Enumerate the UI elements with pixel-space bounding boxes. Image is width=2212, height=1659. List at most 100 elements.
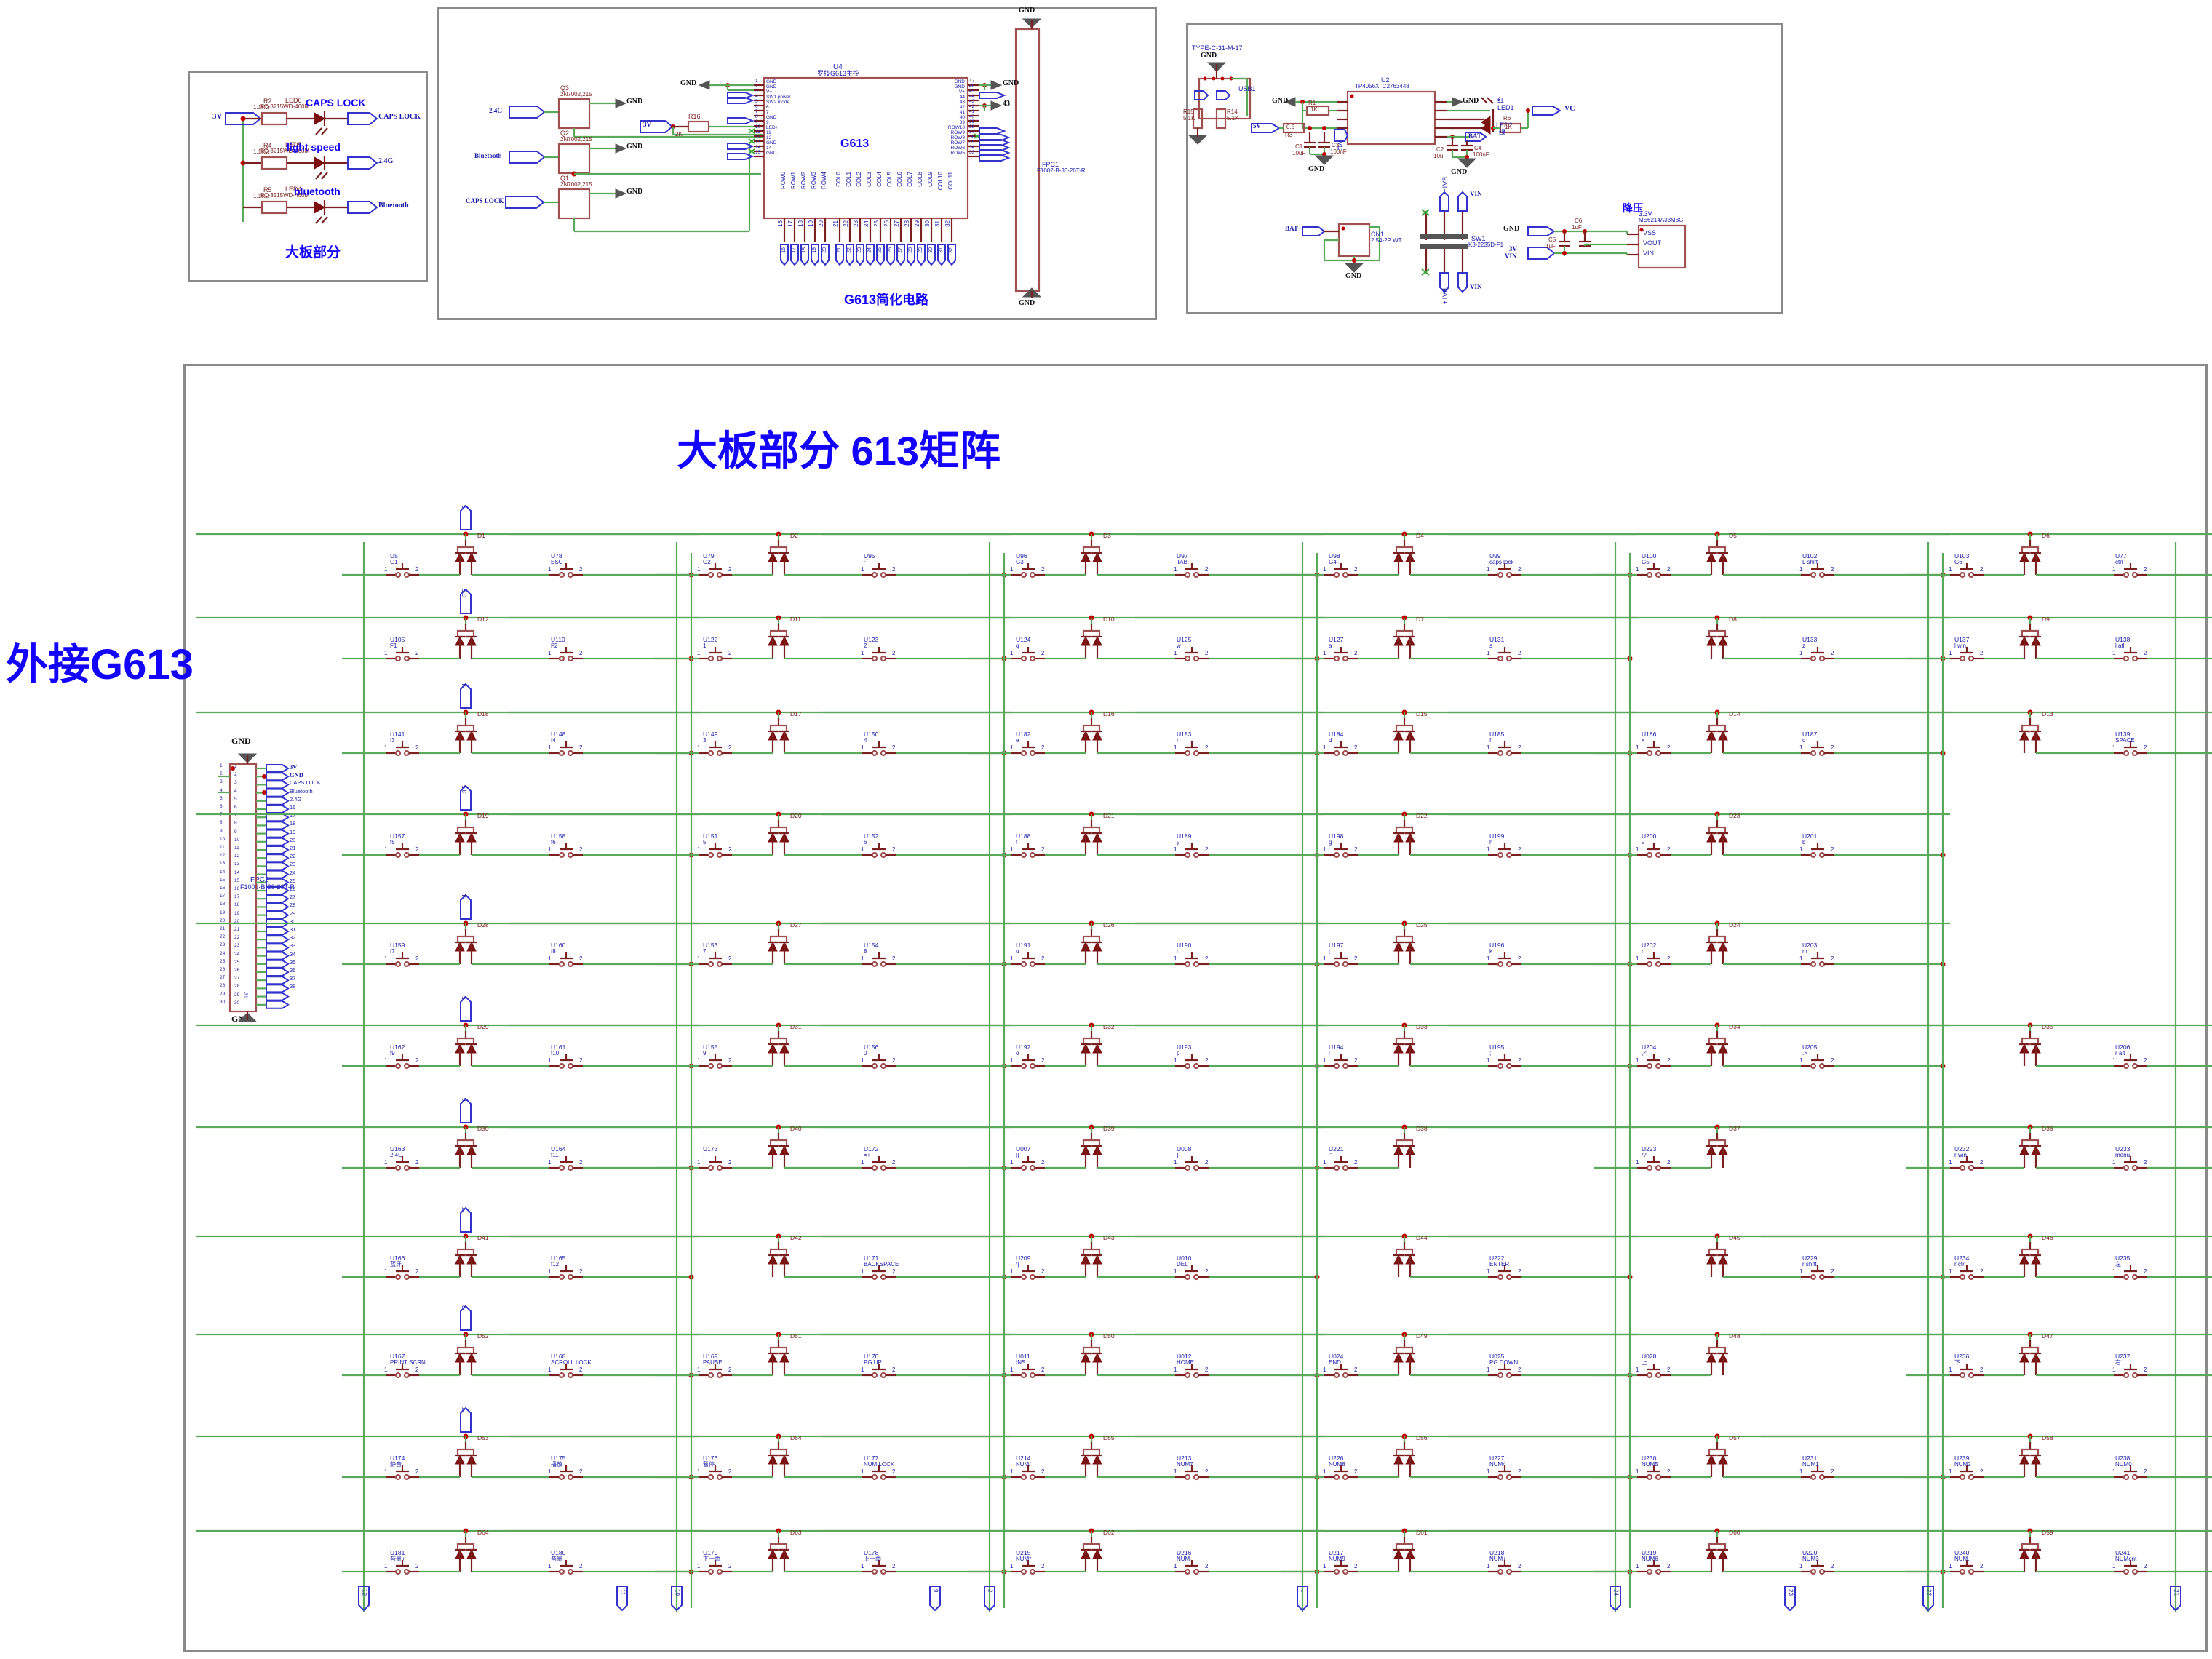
key-switch[interactable] xyxy=(699,1156,732,1171)
key-switch[interactable] xyxy=(386,563,419,578)
key-switch[interactable] xyxy=(2114,563,2147,578)
key-switch[interactable] xyxy=(862,741,896,757)
key-switch[interactable] xyxy=(549,1156,583,1171)
key-switch[interactable] xyxy=(862,952,896,968)
key-switch[interactable] xyxy=(1488,952,1521,968)
key-switch[interactable] xyxy=(1175,1265,1209,1281)
key-switch[interactable] xyxy=(1488,563,1521,578)
key-switch[interactable] xyxy=(2114,1465,2147,1481)
key-switch[interactable] xyxy=(1324,1465,1358,1481)
key-switch[interactable] xyxy=(1324,1054,1358,1070)
key-switch[interactable] xyxy=(386,843,419,859)
key-switch[interactable] xyxy=(549,1054,583,1070)
key-switch[interactable] xyxy=(386,1465,419,1481)
key-switch[interactable] xyxy=(549,741,583,757)
key-switch[interactable] xyxy=(549,1560,583,1575)
key-switch[interactable] xyxy=(386,1364,419,1379)
key-switch[interactable] xyxy=(699,843,732,859)
key-switch[interactable] xyxy=(2114,1560,2147,1575)
key-switch[interactable] xyxy=(862,1560,896,1575)
key-switch[interactable] xyxy=(1175,1054,1209,1070)
key-switch[interactable] xyxy=(2114,647,2147,662)
key-switch[interactable] xyxy=(699,647,732,662)
key-switch[interactable] xyxy=(1950,1465,1984,1481)
key-switch[interactable] xyxy=(1488,741,1521,757)
key-switch[interactable] xyxy=(1175,1465,1209,1481)
key-switch[interactable] xyxy=(1488,1265,1521,1281)
key-switch[interactable] xyxy=(699,952,732,968)
key-switch[interactable] xyxy=(1011,1364,1045,1379)
key-switch[interactable] xyxy=(699,563,732,578)
key-switch[interactable] xyxy=(862,1364,896,1379)
key-switch[interactable] xyxy=(1175,1364,1209,1379)
key-switch[interactable] xyxy=(2114,1265,2147,1281)
key-switch[interactable] xyxy=(1950,1156,1984,1171)
key-switch[interactable] xyxy=(1801,843,1834,859)
key-switch[interactable] xyxy=(2114,1054,2147,1070)
key-switch[interactable] xyxy=(1324,647,1358,662)
key-switch[interactable] xyxy=(549,563,583,578)
key-switch[interactable] xyxy=(1011,1054,1045,1070)
key-switch[interactable] xyxy=(1950,647,1984,662)
key-switch[interactable] xyxy=(1488,647,1521,662)
key-switch[interactable] xyxy=(1324,563,1358,578)
key-switch[interactable] xyxy=(1637,1364,1671,1379)
key-switch[interactable] xyxy=(1637,1560,1671,1575)
key-switch[interactable] xyxy=(549,1364,583,1379)
key-switch[interactable] xyxy=(1175,843,1209,859)
key-switch[interactable] xyxy=(1324,1560,1358,1575)
key-switch[interactable] xyxy=(1488,1465,1521,1481)
key-switch[interactable] xyxy=(1175,1156,1209,1171)
key-switch[interactable] xyxy=(862,1265,896,1281)
key-switch[interactable] xyxy=(386,647,419,662)
key-switch[interactable] xyxy=(386,741,419,757)
key-switch[interactable] xyxy=(1175,741,1209,757)
key-switch[interactable] xyxy=(1637,1465,1671,1481)
key-switch[interactable] xyxy=(1011,741,1045,757)
key-switch[interactable] xyxy=(1175,952,1209,968)
key-switch[interactable] xyxy=(1488,1364,1521,1379)
key-switch[interactable] xyxy=(1011,952,1045,968)
key-switch[interactable] xyxy=(1011,843,1045,859)
key-switch[interactable] xyxy=(549,1465,583,1481)
key-switch[interactable] xyxy=(386,1054,419,1070)
key-switch[interactable] xyxy=(1801,1465,1834,1481)
key-switch[interactable] xyxy=(862,1054,896,1070)
key-switch[interactable] xyxy=(699,1560,732,1575)
key-switch[interactable] xyxy=(386,1265,419,1281)
key-switch[interactable] xyxy=(862,563,896,578)
key-switch[interactable] xyxy=(1488,1054,1521,1070)
key-switch[interactable] xyxy=(862,647,896,662)
key-switch[interactable] xyxy=(699,1465,732,1481)
key-switch[interactable] xyxy=(1950,1560,1984,1575)
key-switch[interactable] xyxy=(1637,843,1671,859)
key-switch[interactable] xyxy=(1950,1364,1984,1379)
key-switch[interactable] xyxy=(549,952,583,968)
key-switch[interactable] xyxy=(1801,1265,1834,1281)
key-switch[interactable] xyxy=(1488,1560,1521,1575)
key-switch[interactable] xyxy=(1175,647,1209,662)
key-switch[interactable] xyxy=(1637,1156,1671,1171)
key-switch[interactable] xyxy=(699,741,732,757)
key-switch[interactable] xyxy=(549,1265,583,1281)
key-switch[interactable] xyxy=(1011,1156,1045,1171)
key-switch[interactable] xyxy=(549,843,583,859)
key-switch[interactable] xyxy=(1950,1265,1984,1281)
key-switch[interactable] xyxy=(1801,952,1834,968)
key-switch[interactable] xyxy=(1324,1364,1358,1379)
key-switch[interactable] xyxy=(386,952,419,968)
key-switch[interactable] xyxy=(1324,741,1358,757)
key-switch[interactable] xyxy=(1011,1465,1045,1481)
key-switch[interactable] xyxy=(1011,647,1045,662)
key-switch[interactable] xyxy=(1637,563,1671,578)
key-switch[interactable] xyxy=(1324,1156,1358,1171)
key-switch[interactable] xyxy=(1175,1560,1209,1575)
key-switch[interactable] xyxy=(1637,741,1671,757)
key-switch[interactable] xyxy=(1950,563,1984,578)
key-switch[interactable] xyxy=(1801,741,1834,757)
key-switch[interactable] xyxy=(1324,952,1358,968)
key-switch[interactable] xyxy=(862,843,896,859)
key-switch[interactable] xyxy=(699,1054,732,1070)
key-switch[interactable] xyxy=(1488,843,1521,859)
key-switch[interactable] xyxy=(699,1364,732,1379)
